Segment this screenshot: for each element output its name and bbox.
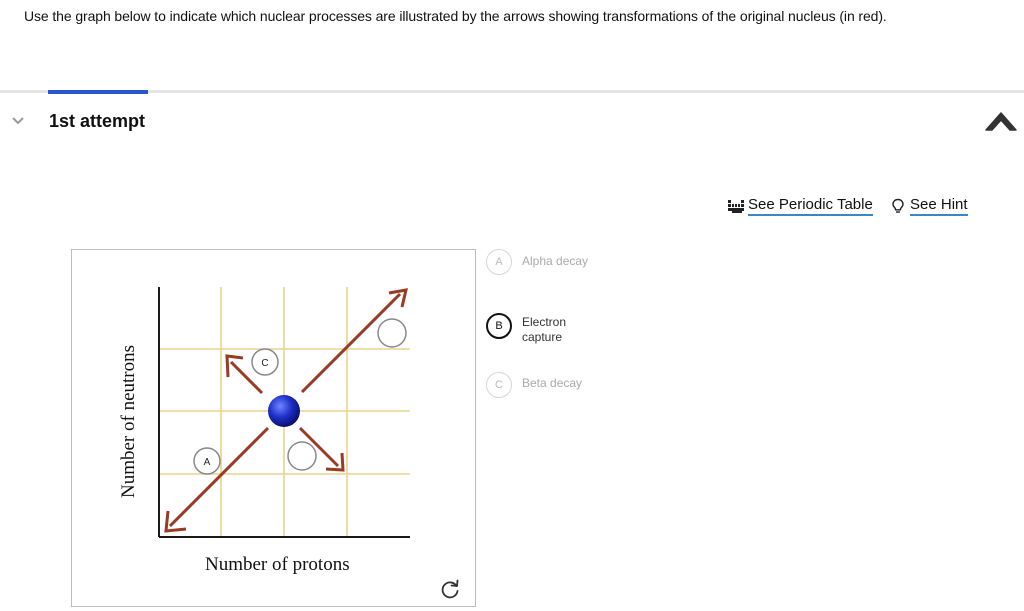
original-nucleus bbox=[268, 395, 300, 427]
periodic-table-icon bbox=[728, 200, 744, 213]
y-axis-label: Number of neutrons bbox=[118, 344, 139, 498]
axes bbox=[158, 287, 410, 538]
product-nucleus-top-right[interactable] bbox=[377, 318, 407, 348]
reverse-alpha-arrow-head bbox=[388, 288, 408, 308]
option-b-radio[interactable]: B bbox=[486, 313, 512, 339]
option-electron-capture[interactable]: B Electron capture bbox=[486, 313, 592, 345]
option-beta-decay[interactable]: C Beta decay bbox=[486, 372, 592, 398]
question-text: Use the graph below to indicate which nu… bbox=[24, 8, 887, 24]
beta-arrow-head bbox=[325, 452, 345, 472]
alpha-arrow-shaft bbox=[168, 426, 270, 528]
section-divider bbox=[0, 90, 1024, 93]
product-nucleus-marker-c[interactable] bbox=[251, 348, 279, 376]
chevron-down-icon[interactable] bbox=[11, 114, 25, 128]
collapse-icon[interactable] bbox=[984, 108, 1018, 134]
beta-arrow-shaft bbox=[298, 426, 340, 468]
electron-capture-arrow-head bbox=[225, 354, 244, 378]
graph-panel bbox=[71, 249, 476, 607]
marker-c-label: C bbox=[261, 358, 268, 369]
option-b-label: Electron capture bbox=[522, 315, 567, 344]
periodic-table-label: See Periodic Table bbox=[748, 196, 873, 216]
see-periodic-table-link[interactable]: See Periodic Table bbox=[728, 196, 873, 216]
marker-a-label: A bbox=[204, 457, 211, 468]
electron-capture-arrow-shaft bbox=[229, 360, 264, 395]
hint-label: See Hint bbox=[910, 196, 968, 216]
active-tab-indicator bbox=[48, 90, 148, 94]
product-nucleus-marker-a[interactable] bbox=[193, 447, 221, 475]
option-alpha-decay[interactable]: A Alpha decay bbox=[486, 249, 592, 275]
see-hint-link[interactable]: See Hint bbox=[890, 196, 968, 216]
option-c-radio[interactable]: C bbox=[486, 372, 512, 398]
x-axis-label: Number of protons bbox=[205, 554, 350, 575]
option-c-label: Beta decay bbox=[522, 376, 583, 390]
reverse-alpha-arrow-shaft bbox=[300, 292, 402, 394]
reset-icon[interactable] bbox=[438, 577, 462, 601]
lightbulb-icon bbox=[892, 198, 904, 213]
product-nucleus-bottom-right[interactable] bbox=[287, 441, 317, 471]
option-a-radio[interactable]: A bbox=[486, 249, 512, 275]
option-a-label: Alpha decay bbox=[522, 254, 589, 268]
alpha-arrow-head bbox=[164, 510, 187, 533]
attempt-title: 1st attempt bbox=[49, 111, 146, 131]
